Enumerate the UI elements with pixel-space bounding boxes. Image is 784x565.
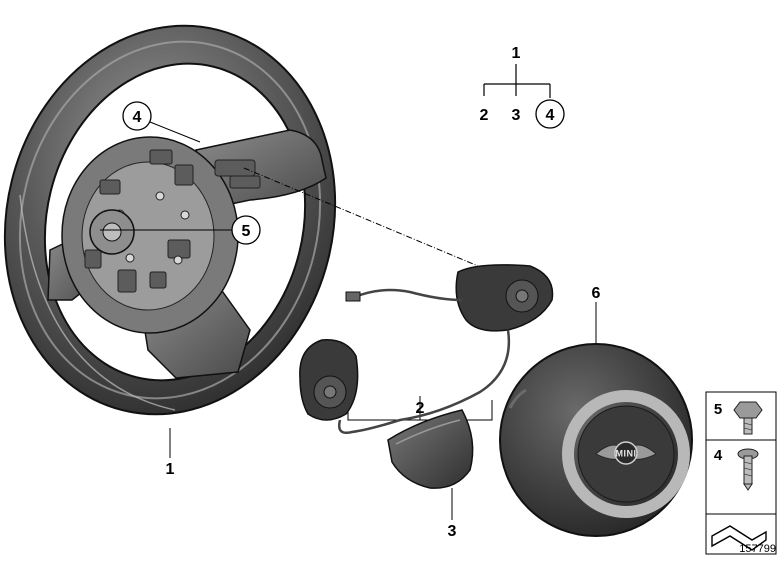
callout-4: 4 [133, 109, 142, 126]
wheel-hub-inner [81, 161, 215, 311]
callout-5: 5 [242, 223, 251, 240]
legend-item-5-number: 5 [714, 401, 722, 418]
airbag-ring [562, 390, 690, 518]
assembly-tree: 1 2 3 4 [480, 45, 565, 129]
mini-logo: MINI [595, 441, 657, 465]
wheel-spoke-right [195, 129, 327, 209]
wheel-rim-seam [19, 194, 176, 411]
tree-child-4-circle [535, 99, 565, 129]
wheel-center-bolt [102, 222, 122, 242]
steering-wheel [3, 24, 337, 416]
callout-3: 3 [448, 523, 457, 540]
image-number: 157799 [739, 543, 776, 555]
tree-root: 1 [512, 45, 521, 62]
leader-lines [100, 121, 597, 520]
wiring-harness [338, 288, 511, 434]
fastener-legend: 5 4 [705, 391, 777, 555]
airbag-module: MINI [499, 343, 693, 537]
harness-connector [345, 291, 361, 302]
callout-5-circle [231, 215, 261, 245]
button-center-left [323, 385, 337, 399]
tree-lines [483, 64, 551, 98]
multifunction-buttons [299, 264, 554, 434]
callouts: 4 5 1 2 3 6 [122, 101, 601, 540]
hub-details [84, 149, 261, 293]
callout-1: 1 [166, 461, 175, 478]
callout-6: 6 [592, 285, 601, 302]
button-center-right [515, 289, 529, 303]
shim-icon [711, 525, 767, 551]
tree-child-3: 3 [512, 107, 521, 124]
spoke-cover [387, 409, 474, 489]
torx-screw-icon [737, 448, 759, 491]
tree-child-2: 2 [480, 107, 489, 124]
wheel-rim-highlight [18, 40, 322, 400]
legend-item-4-number: 4 [714, 447, 723, 464]
tree-child-4: 4 [546, 107, 555, 124]
mini-logo-text: MINI [616, 449, 637, 459]
callout-4-circle [122, 101, 152, 131]
hex-bolt-icon [733, 401, 763, 435]
callout-2: 2 [416, 400, 425, 417]
